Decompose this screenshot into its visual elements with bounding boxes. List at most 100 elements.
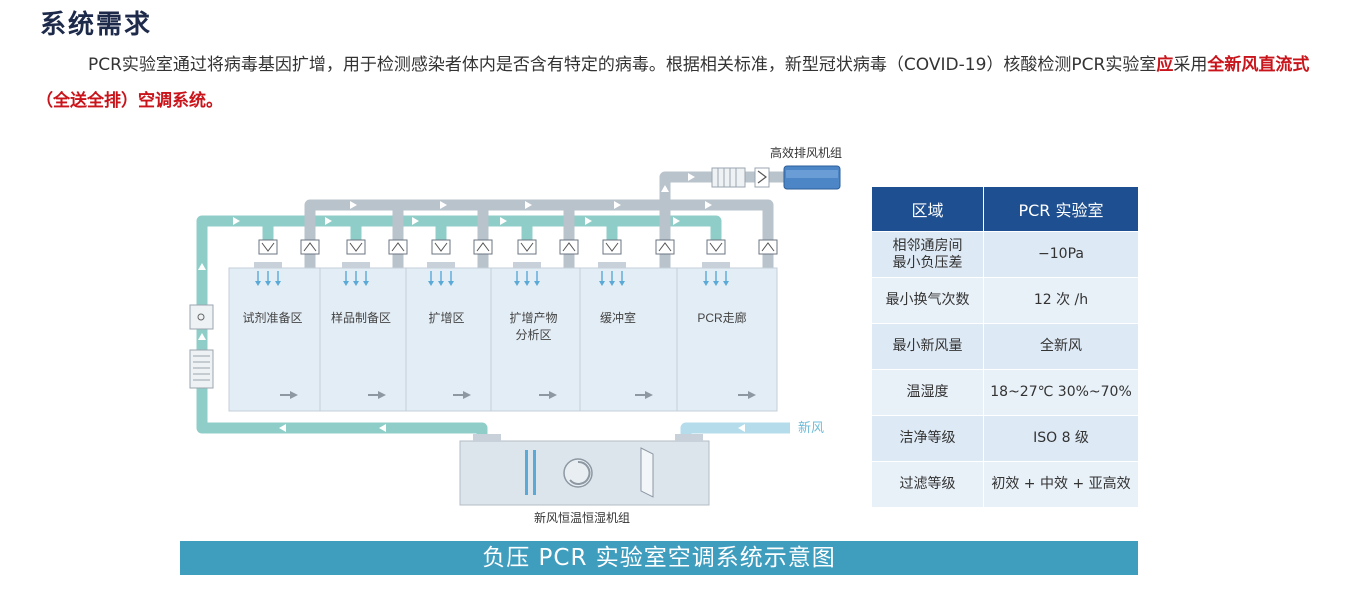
supply-air-arrowhead — [703, 281, 709, 286]
supply-damper-glyph — [605, 242, 619, 252]
return-air-arrow — [645, 391, 653, 399]
exhaust-damper-glyph — [476, 242, 490, 252]
return-air-arrow — [290, 391, 298, 399]
supply-air-arrowhead — [609, 281, 615, 286]
supply-air-arrowhead — [619, 281, 625, 286]
supply-flow-arrows — [198, 217, 680, 432]
table-cell-label: 相邻通房间 最小负压差 — [871, 231, 984, 278]
return-air-arrow — [463, 391, 471, 399]
fresh-air-ahu — [459, 434, 710, 506]
room-box — [405, 267, 492, 412]
table-cell-label: 温湿度 — [871, 369, 984, 416]
supply-damper-icon — [431, 239, 451, 255]
supply-diffuser — [702, 262, 730, 268]
supply-diffuser — [342, 262, 370, 268]
supply-damper-glyph — [709, 242, 723, 252]
room: PCR走廊 — [676, 239, 778, 412]
supply-diffuser — [513, 262, 541, 268]
supply-air-arrowhead — [343, 281, 349, 286]
fresh-air-label: 新风 — [798, 420, 824, 435]
highlight-should: 应 — [1156, 55, 1174, 75]
room-label: 扩增区 — [428, 311, 464, 325]
supply-air-arrowhead — [275, 281, 281, 286]
supply-air-arrowhead — [255, 281, 261, 286]
supply-damper-glyph — [434, 242, 448, 252]
supply-air-arrowhead — [353, 281, 359, 286]
exhaust-damper-glyph — [562, 242, 576, 252]
table-cell-label: 过滤等级 — [871, 461, 984, 508]
supply-diffuser — [598, 262, 626, 268]
table-header: PCR 实验室 — [983, 186, 1139, 232]
paragraph-text-2: 采用 — [1173, 55, 1208, 75]
room-box — [319, 267, 407, 412]
supply-air-arrowhead — [599, 281, 605, 286]
return-air-arrow — [549, 391, 557, 399]
room-box — [490, 267, 581, 412]
exhaust-unit-label: 高效排风机组 — [770, 145, 842, 160]
exhaust-damper-icon — [473, 239, 493, 255]
supply-damper-icon — [706, 239, 726, 255]
supply-air-arrowhead — [265, 281, 271, 286]
supply-air-arrowhead — [448, 281, 454, 286]
supply-damper-glyph — [261, 242, 275, 252]
return-air-arrow — [748, 391, 756, 399]
room-label: 缓冲室 — [600, 310, 636, 325]
exhaust-damper-icon — [758, 239, 778, 255]
return-air-arrow — [378, 391, 386, 399]
section-heading: 系统需求 — [40, 10, 153, 40]
table-row: 相邻通房间 最小负压差−10Pa — [871, 231, 1139, 278]
exhaust-damper-icon — [655, 239, 675, 255]
exhaust-damper-icon — [559, 239, 579, 255]
room-label: 样品制备区 — [331, 310, 391, 325]
table-row: 最小新风量全新风 — [871, 323, 1139, 370]
room-label: 扩增产物 — [509, 311, 557, 325]
table-cell-value: 初效 + 中效 + 亚高效 — [983, 461, 1139, 508]
room-label: PCR走廊 — [697, 310, 746, 325]
highlight-system: 全新风直流式（全送全排）空调系统。 — [36, 55, 1310, 111]
supply-air-arrowhead — [713, 281, 719, 286]
supply-damper-icon — [346, 239, 366, 255]
exhaust-damper-glyph — [658, 242, 672, 252]
exhaust-flow-arrows — [350, 173, 712, 209]
supply-diffuser — [254, 262, 282, 268]
table-header-row: 区域 PCR 实验室 — [871, 186, 1139, 232]
room: 扩增区 — [405, 239, 493, 412]
supply-air-arrowhead — [524, 281, 530, 286]
supply-air-arrowhead — [514, 281, 520, 286]
supply-damper-icon — [602, 239, 622, 255]
exhaust-fan-unit — [711, 165, 841, 190]
supply-damper-glyph — [349, 242, 363, 252]
supply-air-arrowhead — [363, 281, 369, 286]
table-cell-value: 18~27℃ 30%~70% — [983, 369, 1139, 416]
room-box — [228, 267, 321, 412]
supply-air-arrowhead — [438, 281, 444, 286]
fresh-air-arrow — [738, 424, 745, 432]
table-cell-value: −10Pa — [983, 231, 1139, 278]
table-cell-value: 全新风 — [983, 323, 1139, 370]
exhaust-damper-icon — [388, 239, 408, 255]
ahu-label: 新风恒温恒湿机组 — [534, 510, 630, 525]
table-header: 区域 — [871, 186, 984, 232]
table-cell-label: 最小换气次数 — [871, 277, 984, 324]
description-paragraph: PCR实验室通过将病毒基因扩增，用于检测感染者体内是否含有特定的病毒。根据相关标… — [36, 47, 1326, 119]
supply-damper-icon — [258, 239, 278, 255]
supply-damper-glyph — [520, 242, 534, 252]
supply-air-arrowhead — [428, 281, 434, 286]
room-label: 试剂准备区 — [242, 310, 302, 325]
room-box — [579, 267, 678, 412]
table-row: 过滤等级初效 + 中效 + 亚高效 — [871, 461, 1139, 508]
exhaust-damper-glyph — [761, 242, 775, 252]
supply-air-arrowhead — [723, 281, 729, 286]
diagram-caption: 负压 PCR 实验室空调系统示意图 — [180, 541, 1138, 575]
supply-damper-icon — [517, 239, 537, 255]
exhaust-damper-icon — [300, 239, 320, 255]
exhaust-damper-glyph — [303, 242, 317, 252]
room-box — [676, 267, 778, 412]
